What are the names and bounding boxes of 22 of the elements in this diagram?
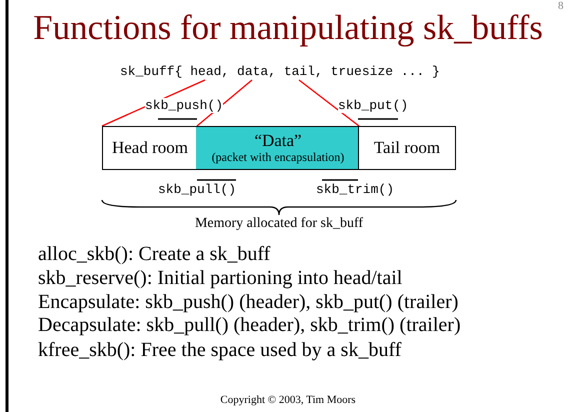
head-room-box — [102, 126, 198, 170]
page-number: 8 — [558, 0, 564, 12]
box-subtext: (packet with encapsulation) — [212, 150, 344, 164]
box-label: Tail room — [374, 138, 440, 158]
function-label: skb_trim() — [316, 182, 394, 197]
bullet-text: Decapsulate: skb_pull() (header), skb_trim() (trailer) — [38, 314, 461, 337]
function-label: skb_pull() — [158, 182, 236, 197]
box-label: Head room — [112, 138, 188, 158]
bullet-text: Encapsulate: skb_push() (header), skb_put() (trailer) — [38, 291, 458, 314]
bullet-text: kfree_skb(): Free the space used by a sk_buff — [38, 339, 402, 362]
struct-text: sk_buff{ head, data, tail, truesize ... } — [120, 64, 440, 79]
leader-line — [298, 79, 360, 127]
slide-title: Functions for manipulating sk_buffs — [32, 8, 544, 48]
brace-caption: Memory allocated for sk_buff — [194, 216, 364, 232]
copyright-footer: Copyright © 2003, Tim Moors — [0, 394, 576, 406]
function-label: skb_push() — [145, 98, 224, 113]
bullet-text: skb_reserve(): Initial partioning into head/tail — [38, 267, 402, 290]
box-label: “Data” — [254, 132, 302, 151]
function-label: skb_put() — [338, 98, 408, 113]
data-box — [196, 126, 360, 170]
tail-room-box — [358, 126, 456, 170]
bullet-text: alloc_skb(): Create a sk_buff — [38, 243, 270, 266]
